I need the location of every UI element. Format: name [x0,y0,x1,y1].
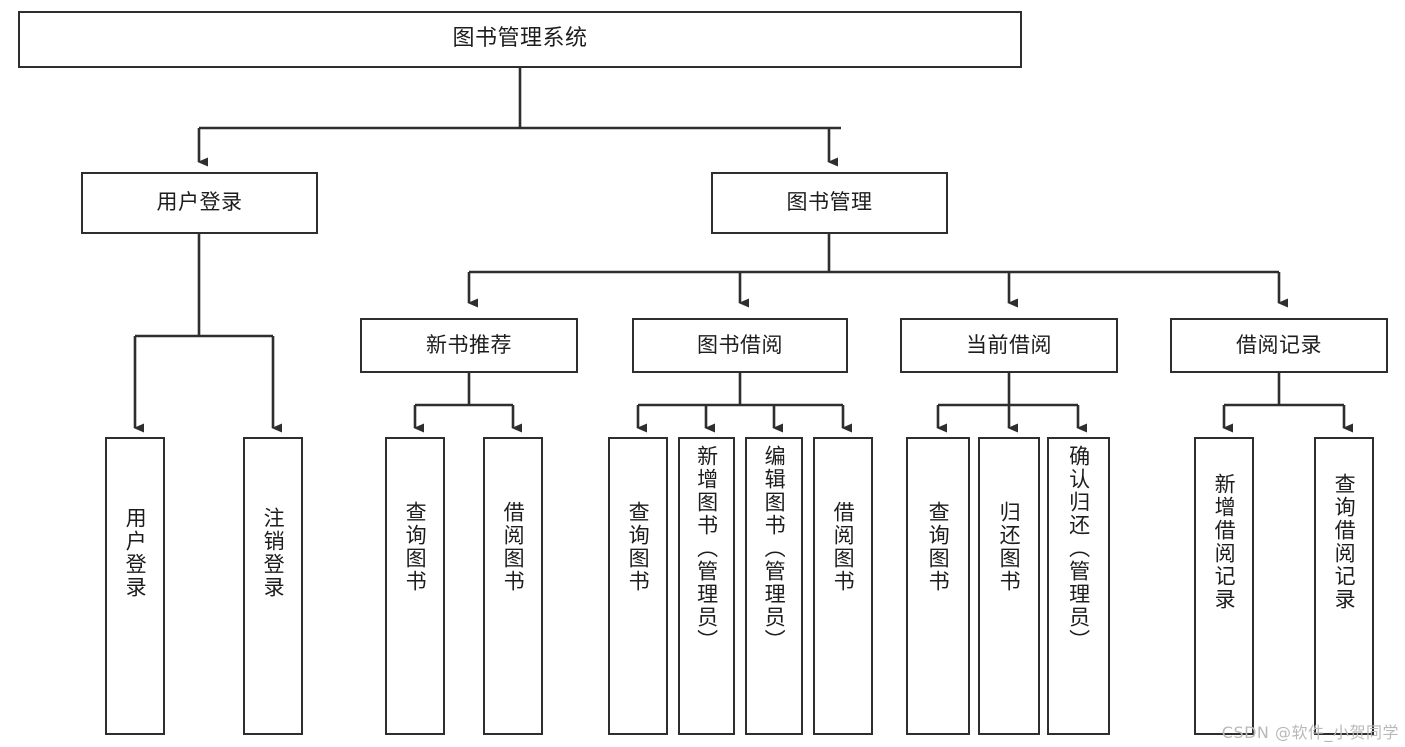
watermark-text: CSDN @软件_小贺同学 [1221,723,1399,742]
node-label: 借阅图书 [501,501,526,593]
node-book-borrowing[interactable]: 图书借阅 [632,318,848,373]
node-label: 借阅图书 [831,501,856,593]
leaf-new-book-borrow-books[interactable]: 借阅图书 [483,437,543,735]
leaf-current-confirm-return-admin[interactable]: 确认归还（管理员） [1047,437,1110,735]
node-label: 查询图书 [626,501,651,593]
node-label: 用户登录 [123,507,148,599]
node-label: 图书借阅 [697,332,783,357]
leaf-new-book-query-books[interactable]: 查询图书 [385,437,445,735]
leaf-records-add-record[interactable]: 新增借阅记录 [1194,437,1254,735]
node-label: 新书推荐 [426,332,512,357]
node-label: 归还图书 [997,501,1022,593]
node-label: 借阅记录 [1236,332,1322,357]
node-user-login[interactable]: 用户登录 [81,172,318,234]
leaf-records-query-record[interactable]: 查询借阅记录 [1314,437,1374,735]
node-label: 编辑图书（管理员） [762,445,787,652]
leaf-borrow-add-book-admin[interactable]: 新增图书（管理员） [678,437,735,735]
leaf-current-return-books[interactable]: 归还图书 [978,437,1040,735]
node-label: 图书管理 [786,190,873,215]
node-label: 查询图书 [403,501,428,593]
leaf-borrow-edit-book-admin[interactable]: 编辑图书（管理员） [745,437,803,735]
node-label: 新增图书（管理员） [694,445,719,652]
node-label: 新增借阅记录 [1212,473,1237,611]
node-label: 图书管理系统 [452,26,588,52]
node-label: 用户登录 [156,190,243,215]
node-book-management[interactable]: 图书管理 [711,172,948,234]
node-label: 当前借阅 [966,332,1052,357]
node-label: 查询借阅记录 [1332,473,1357,611]
leaf-borrow-query-books[interactable]: 查询图书 [608,437,668,735]
leaf-current-query-books[interactable]: 查询图书 [906,437,970,735]
leaf-user-login-login[interactable]: 用户登录 [105,437,165,735]
node-root-system[interactable]: 图书管理系统 [18,11,1022,68]
node-label: 查询图书 [926,501,951,593]
leaf-user-login-logout[interactable]: 注销登录 [243,437,303,735]
node-new-book-recommendation[interactable]: 新书推荐 [360,318,578,373]
node-current-borrowing[interactable]: 当前借阅 [900,318,1118,373]
node-borrowing-records[interactable]: 借阅记录 [1170,318,1388,373]
node-label: 注销登录 [261,507,286,599]
node-label: 确认归还（管理员） [1066,445,1091,652]
leaf-borrow-borrow-books[interactable]: 借阅图书 [813,437,873,735]
